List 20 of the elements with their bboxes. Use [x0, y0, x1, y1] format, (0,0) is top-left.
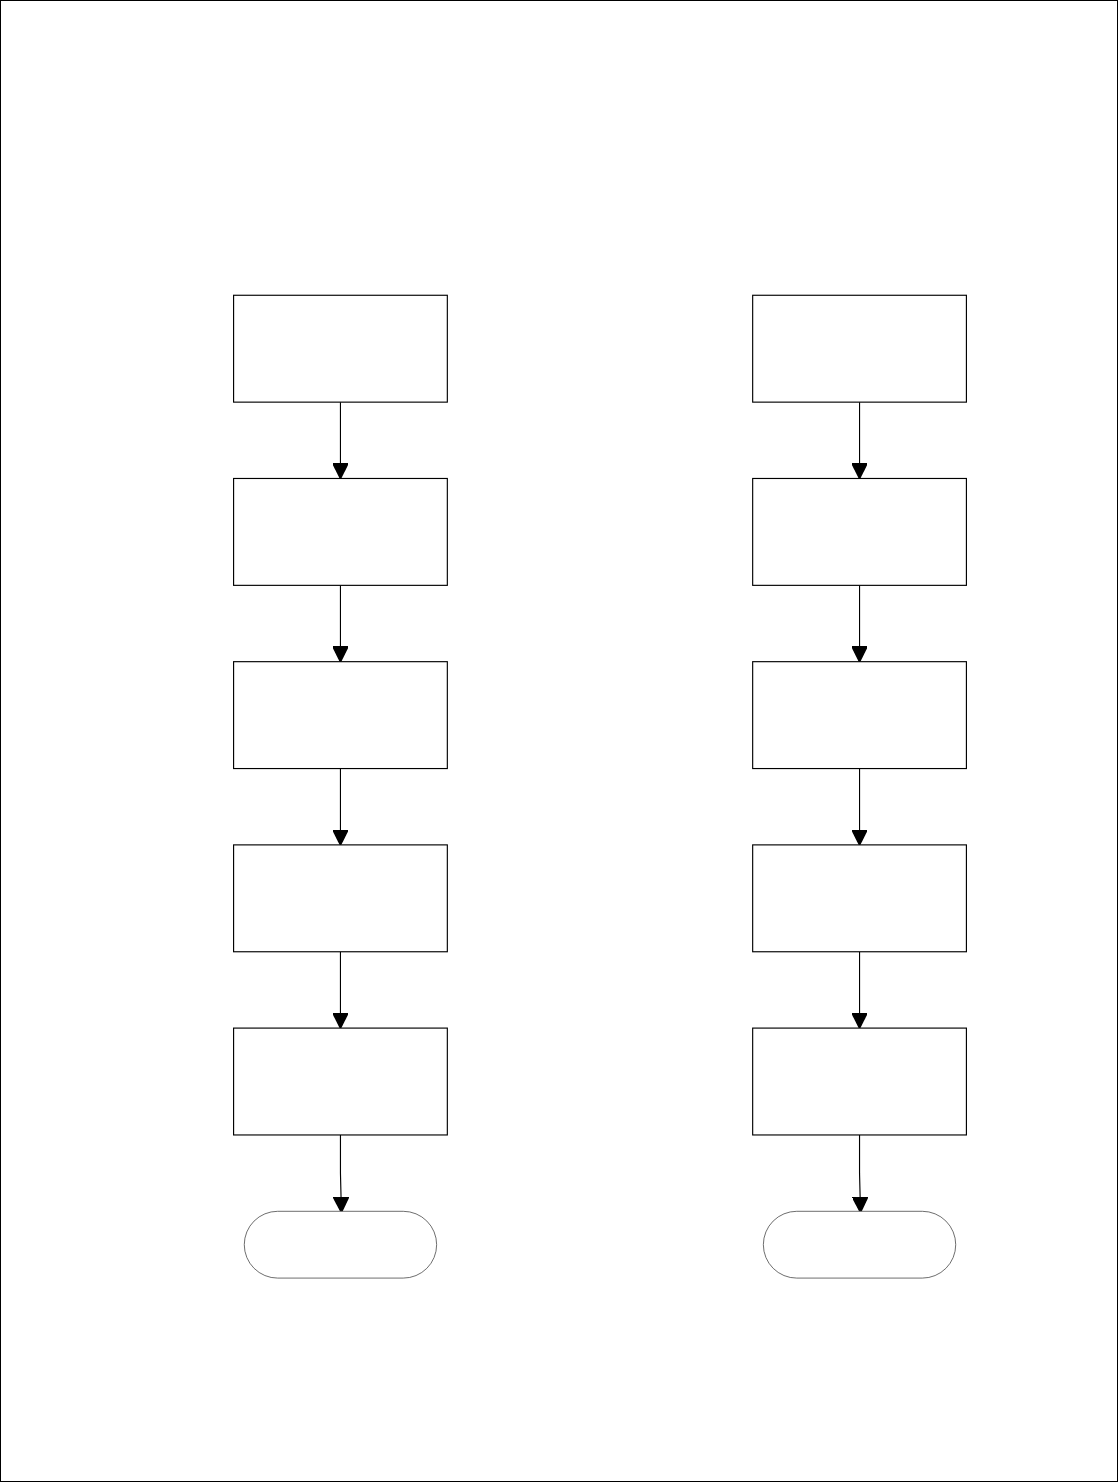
- arrow: [851, 951, 868, 1029]
- node-box: [233, 661, 448, 770]
- arrow: [332, 767, 349, 846]
- arrow: [851, 767, 868, 846]
- node-box: [752, 844, 967, 953]
- node-box: [752, 477, 967, 586]
- node-box: [752, 661, 967, 770]
- arrow: [851, 584, 868, 663]
- node-box: [752, 1027, 967, 1136]
- node-box: [233, 844, 448, 953]
- node-box: [233, 294, 448, 403]
- node-box: [233, 477, 448, 586]
- arrow: [851, 401, 868, 480]
- arrow: [332, 401, 349, 480]
- arrow: [332, 951, 349, 1029]
- arrow: [332, 1134, 350, 1213]
- arrow: [332, 584, 349, 663]
- node-box: [233, 1027, 448, 1136]
- node-box: [752, 294, 967, 403]
- arrow: [851, 1134, 869, 1213]
